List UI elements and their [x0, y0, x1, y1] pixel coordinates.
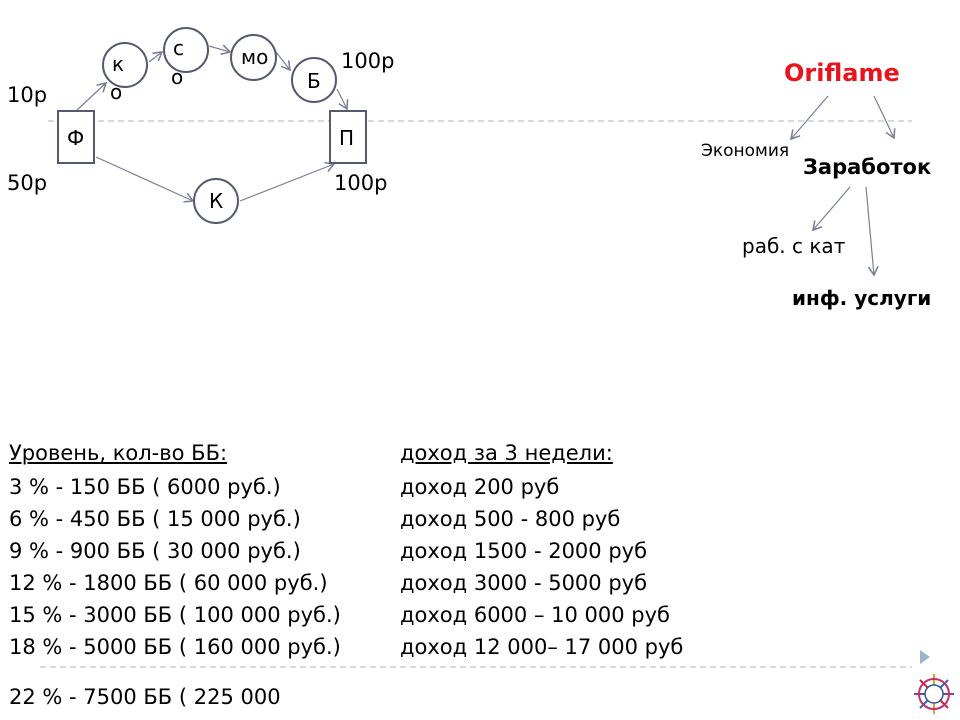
node-b: Б	[291, 57, 337, 103]
arrow-f-ko	[76, 81, 108, 111]
node-ko-label: к	[112, 52, 125, 76]
arrow-oriflame-economy	[789, 95, 829, 141]
node-p: П	[329, 110, 367, 164]
arrow-k-p	[239, 161, 336, 202]
play-marker-icon	[920, 650, 930, 664]
header-level: Уровень, кол-во ББ:	[9, 441, 228, 465]
node-k: К	[193, 178, 239, 224]
price-bottom-right: 100р	[334, 171, 388, 195]
level-text: 9 % - 900 ББ ( 30 000	[9, 539, 241, 563]
info-services-label: инф. услуги	[792, 286, 932, 310]
income-text: доход 500 - 800 руб	[400, 507, 621, 531]
price-top-left: 10р	[7, 83, 48, 107]
level-text: 22 % - 7500 ББ ( 225 000	[9, 685, 281, 709]
arrow-b-p	[336, 88, 349, 111]
level-cell: 3 % - 150 ББ ( 6000 руб.)	[9, 472, 281, 502]
header-income: доход за 3 недели:	[400, 441, 613, 465]
node-so: с	[163, 27, 209, 73]
level-text-wrap: руб.)	[247, 539, 301, 563]
pro-logo	[912, 672, 956, 716]
income-text: доход 3000 - 5000 руб	[400, 571, 648, 595]
pro-logo-icon	[914, 674, 954, 714]
arrow-so-mo	[208, 44, 232, 56]
arrow-mo-b	[275, 51, 291, 72]
node-so-label: с	[173, 36, 184, 60]
earnings-label: Заработок	[803, 155, 932, 179]
node-mo: мо	[230, 34, 277, 81]
level-cell: 9 % - 900 ББ ( 30 000 руб.)	[9, 536, 301, 566]
level-text-wrap: руб.)	[247, 507, 301, 531]
level-text: 3 % - 150 ББ ( 6000	[9, 475, 221, 499]
income-text: доход 1500 - 2000 руб	[400, 539, 648, 563]
node-b-label: Б	[307, 69, 321, 93]
level-text-wrap: руб.)	[227, 475, 281, 499]
arrow-earnings-info	[865, 186, 879, 277]
level-text: 15 % - 3000 ББ ( 100 000	[9, 603, 281, 627]
price-bottom-left: 50р	[7, 171, 48, 195]
income-text: доход 200 руб	[400, 475, 560, 499]
price-top-right: 100р	[341, 49, 395, 73]
node-so-label-2: о	[171, 65, 184, 89]
arrow-ko-so	[148, 51, 164, 63]
node-k-label: К	[209, 189, 224, 213]
level-text-wrap: 000 руб.)	[227, 571, 328, 595]
arrow-oriflame-earnings	[873, 95, 896, 140]
level-text: 12 % - 1800 ББ ( 60	[9, 571, 221, 595]
arrow-f-k	[95, 156, 195, 203]
node-p-label: П	[339, 126, 355, 150]
level-cell: 15 % - 3000 ББ ( 100 000 руб.)	[9, 600, 341, 630]
level-text-wrap: руб.)	[287, 635, 341, 659]
level-cell: 18 % - 5000 ББ ( 160 000 руб.)	[9, 632, 341, 662]
node-mo-label: мо	[241, 45, 269, 69]
arrow-earnings-catalog	[811, 186, 851, 232]
level-text-wrap: руб.)	[287, 603, 341, 627]
oriflame-title: Oriflame	[784, 59, 900, 87]
catalog-work-label: раб. с кат	[742, 234, 846, 258]
level-text: 6 % - 450 ББ ( 15 000	[9, 507, 241, 531]
node-f-label: Ф	[67, 126, 85, 150]
node-ko-label-2: о	[110, 80, 123, 104]
node-ko: к	[102, 42, 148, 88]
income-text: доход 12 000– 17 000 руб	[400, 635, 684, 659]
income-text: доход 6000 – 10 000 руб	[400, 603, 670, 627]
node-f: Ф	[57, 110, 95, 164]
economy-label: Экономия	[701, 141, 790, 161]
level-cell: 12 % - 1800 ББ ( 60 000 руб.)	[9, 568, 328, 598]
level-cell: 6 % - 450 ББ ( 15 000 руб.)	[9, 504, 301, 534]
level-text: 18 % - 5000 ББ ( 160 000	[9, 635, 281, 659]
